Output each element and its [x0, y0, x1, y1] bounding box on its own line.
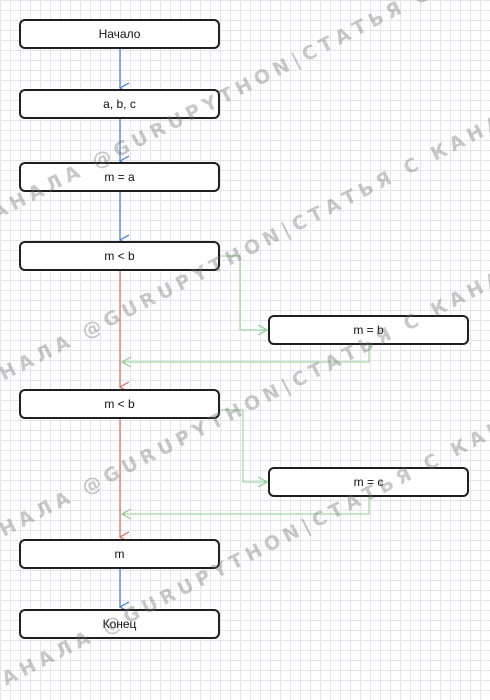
compare-2-node: m < b: [19, 389, 220, 419]
flowchart-connectors: [118, 49, 370, 613]
arrow-compare-1-yes: [220, 255, 269, 336]
output-node: m: [19, 539, 220, 569]
arrow-assign-c-return: [120, 497, 370, 520]
assign-c-node: m = c: [268, 467, 469, 497]
assign-b-node: m = b: [268, 315, 469, 345]
start-node: Начало: [19, 19, 220, 49]
compare-1-node: m < b: [19, 241, 220, 271]
arrow-compare-2-yes: [220, 409, 269, 488]
arrow-assign-b-return: [120, 345, 370, 368]
assign-a-node: m = a: [19, 162, 220, 192]
input-node: a, b, c: [19, 89, 220, 119]
end-node: Конец: [19, 609, 220, 639]
